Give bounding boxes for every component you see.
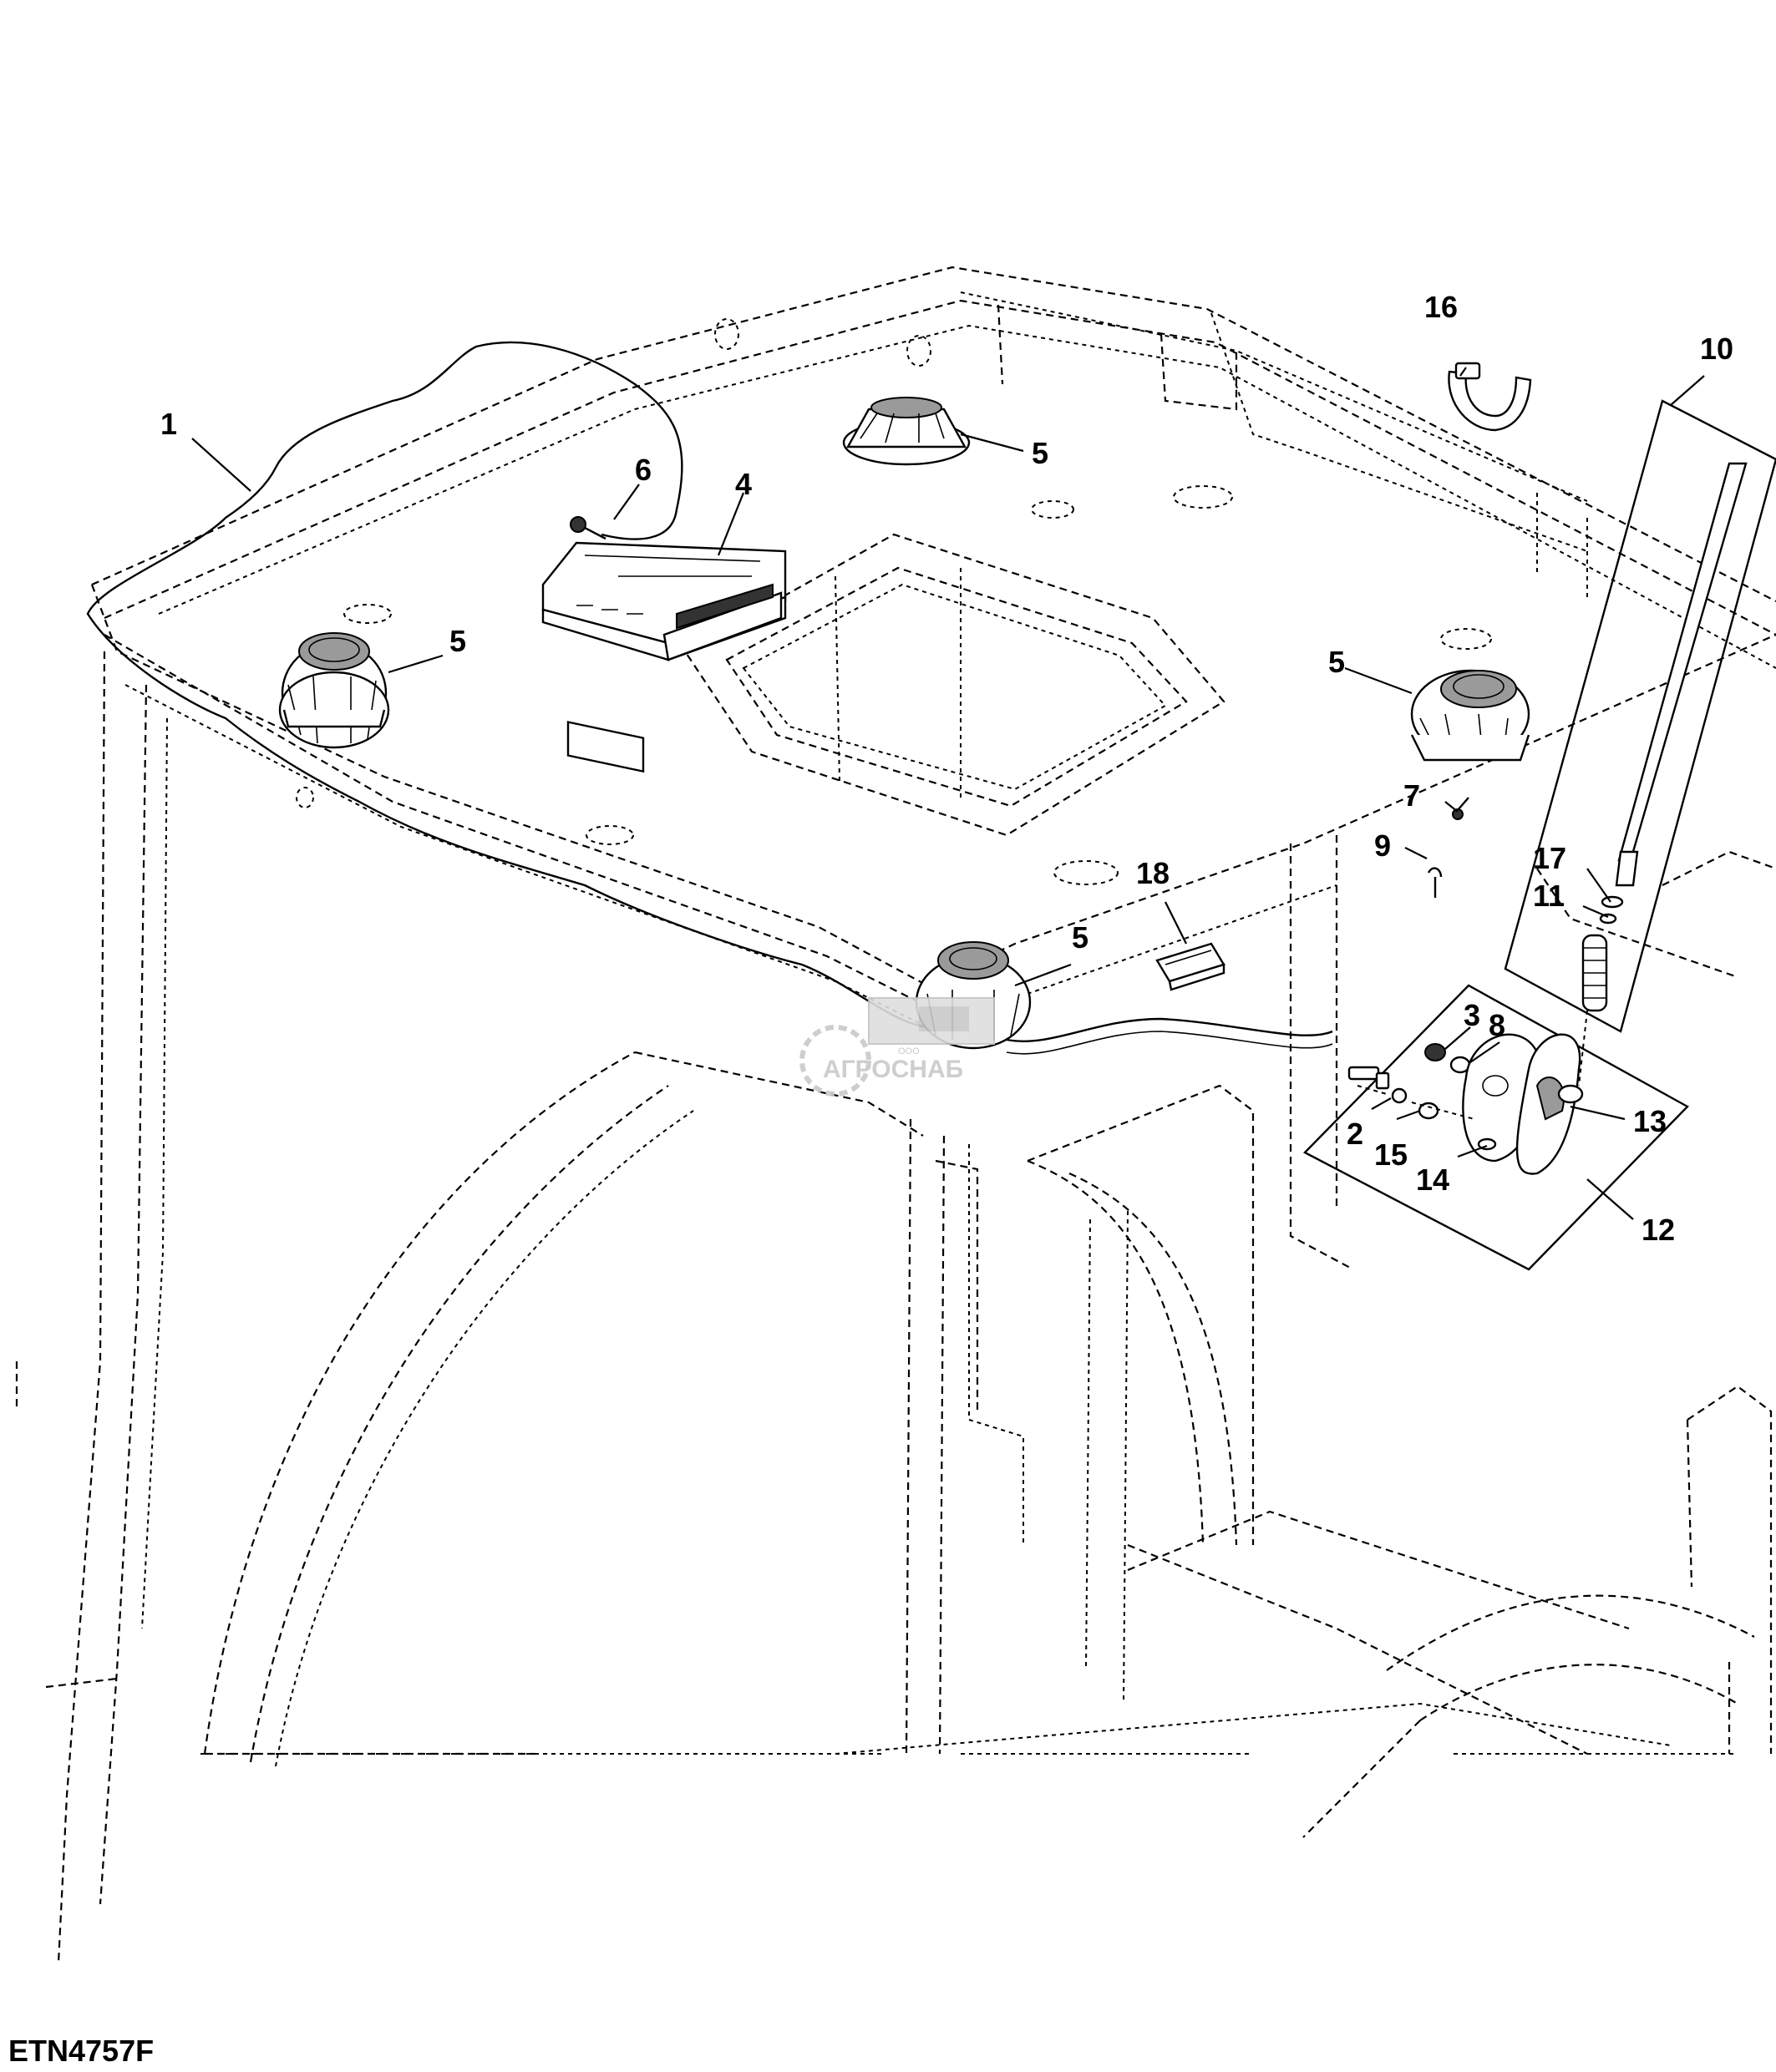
callout-12: 12 [1642,1213,1675,1247]
radio-unit [541,541,787,773]
callout-16: 16 [1424,290,1458,324]
watermark: ООО АГРОСНАБ [799,997,995,1097]
diagram-code: ETN4757F [8,2034,154,2068]
callout-13: 13 [1633,1104,1667,1138]
antenna-mount-box [1303,984,1689,1271]
antenna-assembly-box [1504,399,1776,1087]
callout-3: 3 [1464,998,1480,1032]
mounting-screw [570,516,606,540]
callout-17: 17 [1533,841,1566,875]
callout-4: 4 [735,467,752,501]
callout-2: 2 [1347,1117,1363,1151]
watermark-main-text: АГРОСНАБ [823,1056,963,1083]
speaker-screw [1452,797,1469,820]
callout-5-front: 5 [1072,920,1088,955]
antenna-cable-harness [86,341,1333,1055]
callout-14: 14 [1416,1163,1449,1197]
callout-5-left: 5 [449,624,466,658]
callout-labels: 1 2 3 4 5 5 5 5 6 7 8 9 10 11 12 13 14 1… [160,290,1733,1247]
leader-lines [191,367,1705,1220]
cab-frame [15,266,1776,1963]
callout-5-top: 5 [1032,436,1048,470]
retaining-clip [1427,867,1443,898]
callout-7: 7 [1403,778,1420,813]
callout-8: 8 [1489,1008,1505,1042]
callout-9: 9 [1374,828,1391,863]
watermark-top-text: ООО [898,1046,920,1056]
switch-cover [1155,942,1225,991]
callout-6: 6 [635,453,652,487]
callout-10: 10 [1700,332,1733,366]
callout-1: 1 [160,407,177,441]
callout-18: 18 [1136,856,1170,890]
speaker-top [842,397,971,466]
callout-15: 15 [1374,1137,1408,1172]
speaker-left [278,632,390,749]
speaker-right [1410,669,1530,762]
callout-5-right: 5 [1328,645,1345,679]
callout-11: 11 [1533,879,1565,913]
